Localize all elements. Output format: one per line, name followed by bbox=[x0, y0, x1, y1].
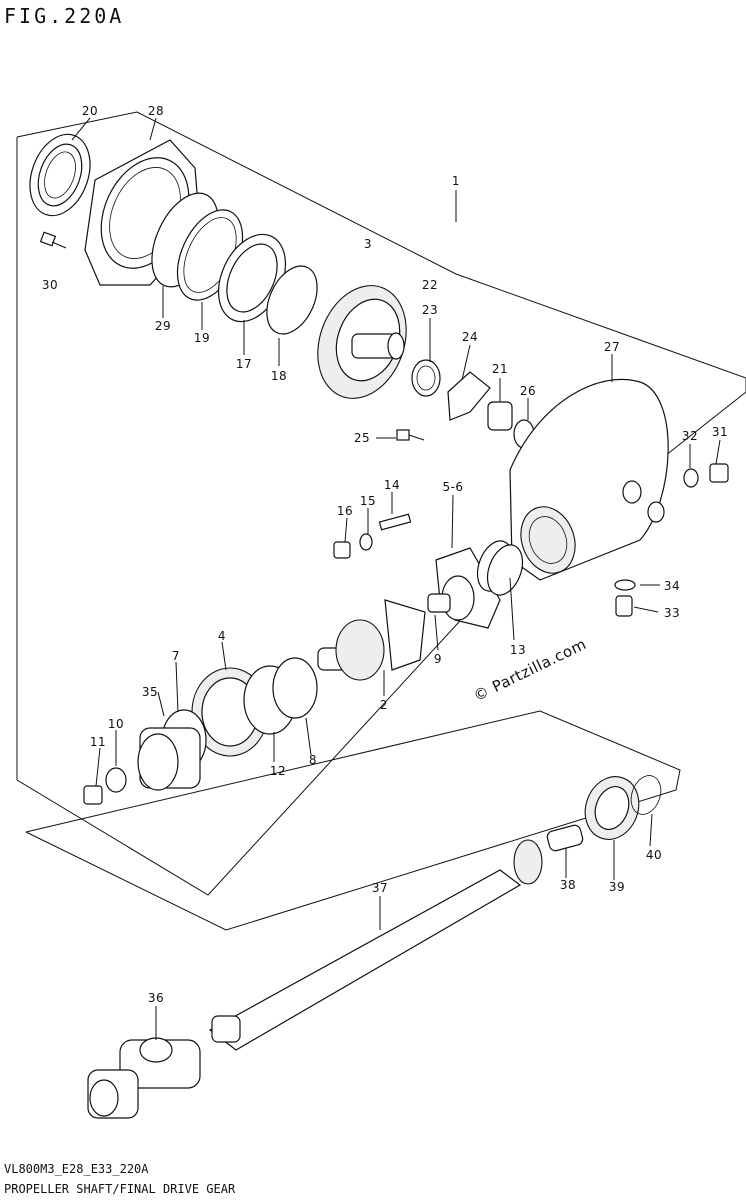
callout-31: 31 bbox=[711, 425, 729, 439]
callout-36: 36 bbox=[147, 991, 165, 1005]
bolt-30 bbox=[39, 231, 67, 249]
nut-16 bbox=[333, 541, 351, 559]
callout-4: 4 bbox=[217, 629, 227, 643]
callout-9: 9 bbox=[433, 652, 443, 666]
spline-9 bbox=[427, 593, 451, 613]
callout-37: 37 bbox=[371, 881, 389, 895]
callout-1: 1 bbox=[451, 174, 461, 188]
callout-18: 18 bbox=[270, 369, 288, 383]
callout-17: 17 bbox=[235, 357, 253, 371]
callout-16: 16 bbox=[336, 504, 354, 518]
washer-15 bbox=[359, 533, 373, 551]
ring-gear-3 bbox=[317, 285, 407, 399]
figure-caption: PROPELLER SHAFT/FINAL DRIVE GEAR bbox=[4, 1182, 236, 1196]
bolt-33 bbox=[615, 595, 633, 617]
figure-title: FIG.220A bbox=[4, 4, 125, 28]
oil-seal-20 bbox=[29, 133, 91, 217]
bevel-pinion-2 bbox=[317, 599, 426, 681]
leader-lines bbox=[71, 117, 721, 1040]
callout-30: 30 bbox=[41, 278, 59, 292]
washer-34 bbox=[614, 579, 636, 591]
callout-33: 33 bbox=[663, 606, 681, 620]
stud-14 bbox=[378, 513, 412, 531]
callout-34: 34 bbox=[663, 579, 681, 593]
circlip-40 bbox=[630, 775, 662, 815]
callout-15: 15 bbox=[359, 494, 377, 508]
bolt-25 bbox=[396, 429, 425, 441]
plug-31 bbox=[709, 463, 729, 483]
retainer-24 bbox=[447, 371, 491, 421]
callout-13: 13 bbox=[509, 643, 527, 657]
callout-27: 27 bbox=[603, 340, 621, 354]
callout-2: 2 bbox=[379, 698, 389, 712]
callout-10: 10 bbox=[107, 717, 125, 731]
callout-3: 3 bbox=[363, 237, 373, 251]
callout-24: 24 bbox=[461, 330, 479, 344]
model-code: VL800M3_E28_E33_220A bbox=[4, 1162, 149, 1176]
propeller-shaft-37 bbox=[208, 839, 543, 1051]
callout-12: 12 bbox=[269, 764, 287, 778]
callout-14: 14 bbox=[383, 478, 401, 492]
callout-5-6: 5-6 bbox=[442, 480, 464, 494]
bearing-21 bbox=[487, 401, 513, 431]
assembly-boundary bbox=[16, 111, 746, 896]
callout-11: 11 bbox=[89, 735, 107, 749]
callout-19: 19 bbox=[193, 331, 211, 345]
ring-18 bbox=[266, 265, 318, 335]
callout-22: 22 bbox=[421, 278, 439, 292]
shaft-boundary bbox=[25, 710, 681, 931]
final-drive-case-27 bbox=[509, 378, 669, 581]
callout-26: 26 bbox=[519, 384, 537, 398]
shim-22-23 bbox=[411, 359, 441, 397]
callout-39: 39 bbox=[608, 880, 626, 894]
callout-23: 23 bbox=[421, 303, 439, 317]
callout-38: 38 bbox=[559, 878, 577, 892]
universal-joint-36 bbox=[87, 1015, 241, 1119]
callout-40: 40 bbox=[645, 848, 663, 862]
callout-20: 20 bbox=[81, 104, 99, 118]
washer-10 bbox=[105, 767, 127, 793]
callout-8: 8 bbox=[308, 753, 318, 767]
washer-32 bbox=[683, 468, 699, 488]
callout-35: 35 bbox=[141, 685, 159, 699]
nut-11 bbox=[83, 785, 103, 805]
callout-28: 28 bbox=[147, 104, 165, 118]
callout-21: 21 bbox=[491, 362, 509, 376]
ring-8 bbox=[272, 657, 318, 719]
coupling bbox=[137, 727, 201, 791]
callout-7: 7 bbox=[171, 649, 181, 663]
callout-32: 32 bbox=[681, 429, 699, 443]
spring-38 bbox=[546, 824, 584, 852]
callout-29: 29 bbox=[154, 319, 172, 333]
callout-25: 25 bbox=[353, 431, 371, 445]
